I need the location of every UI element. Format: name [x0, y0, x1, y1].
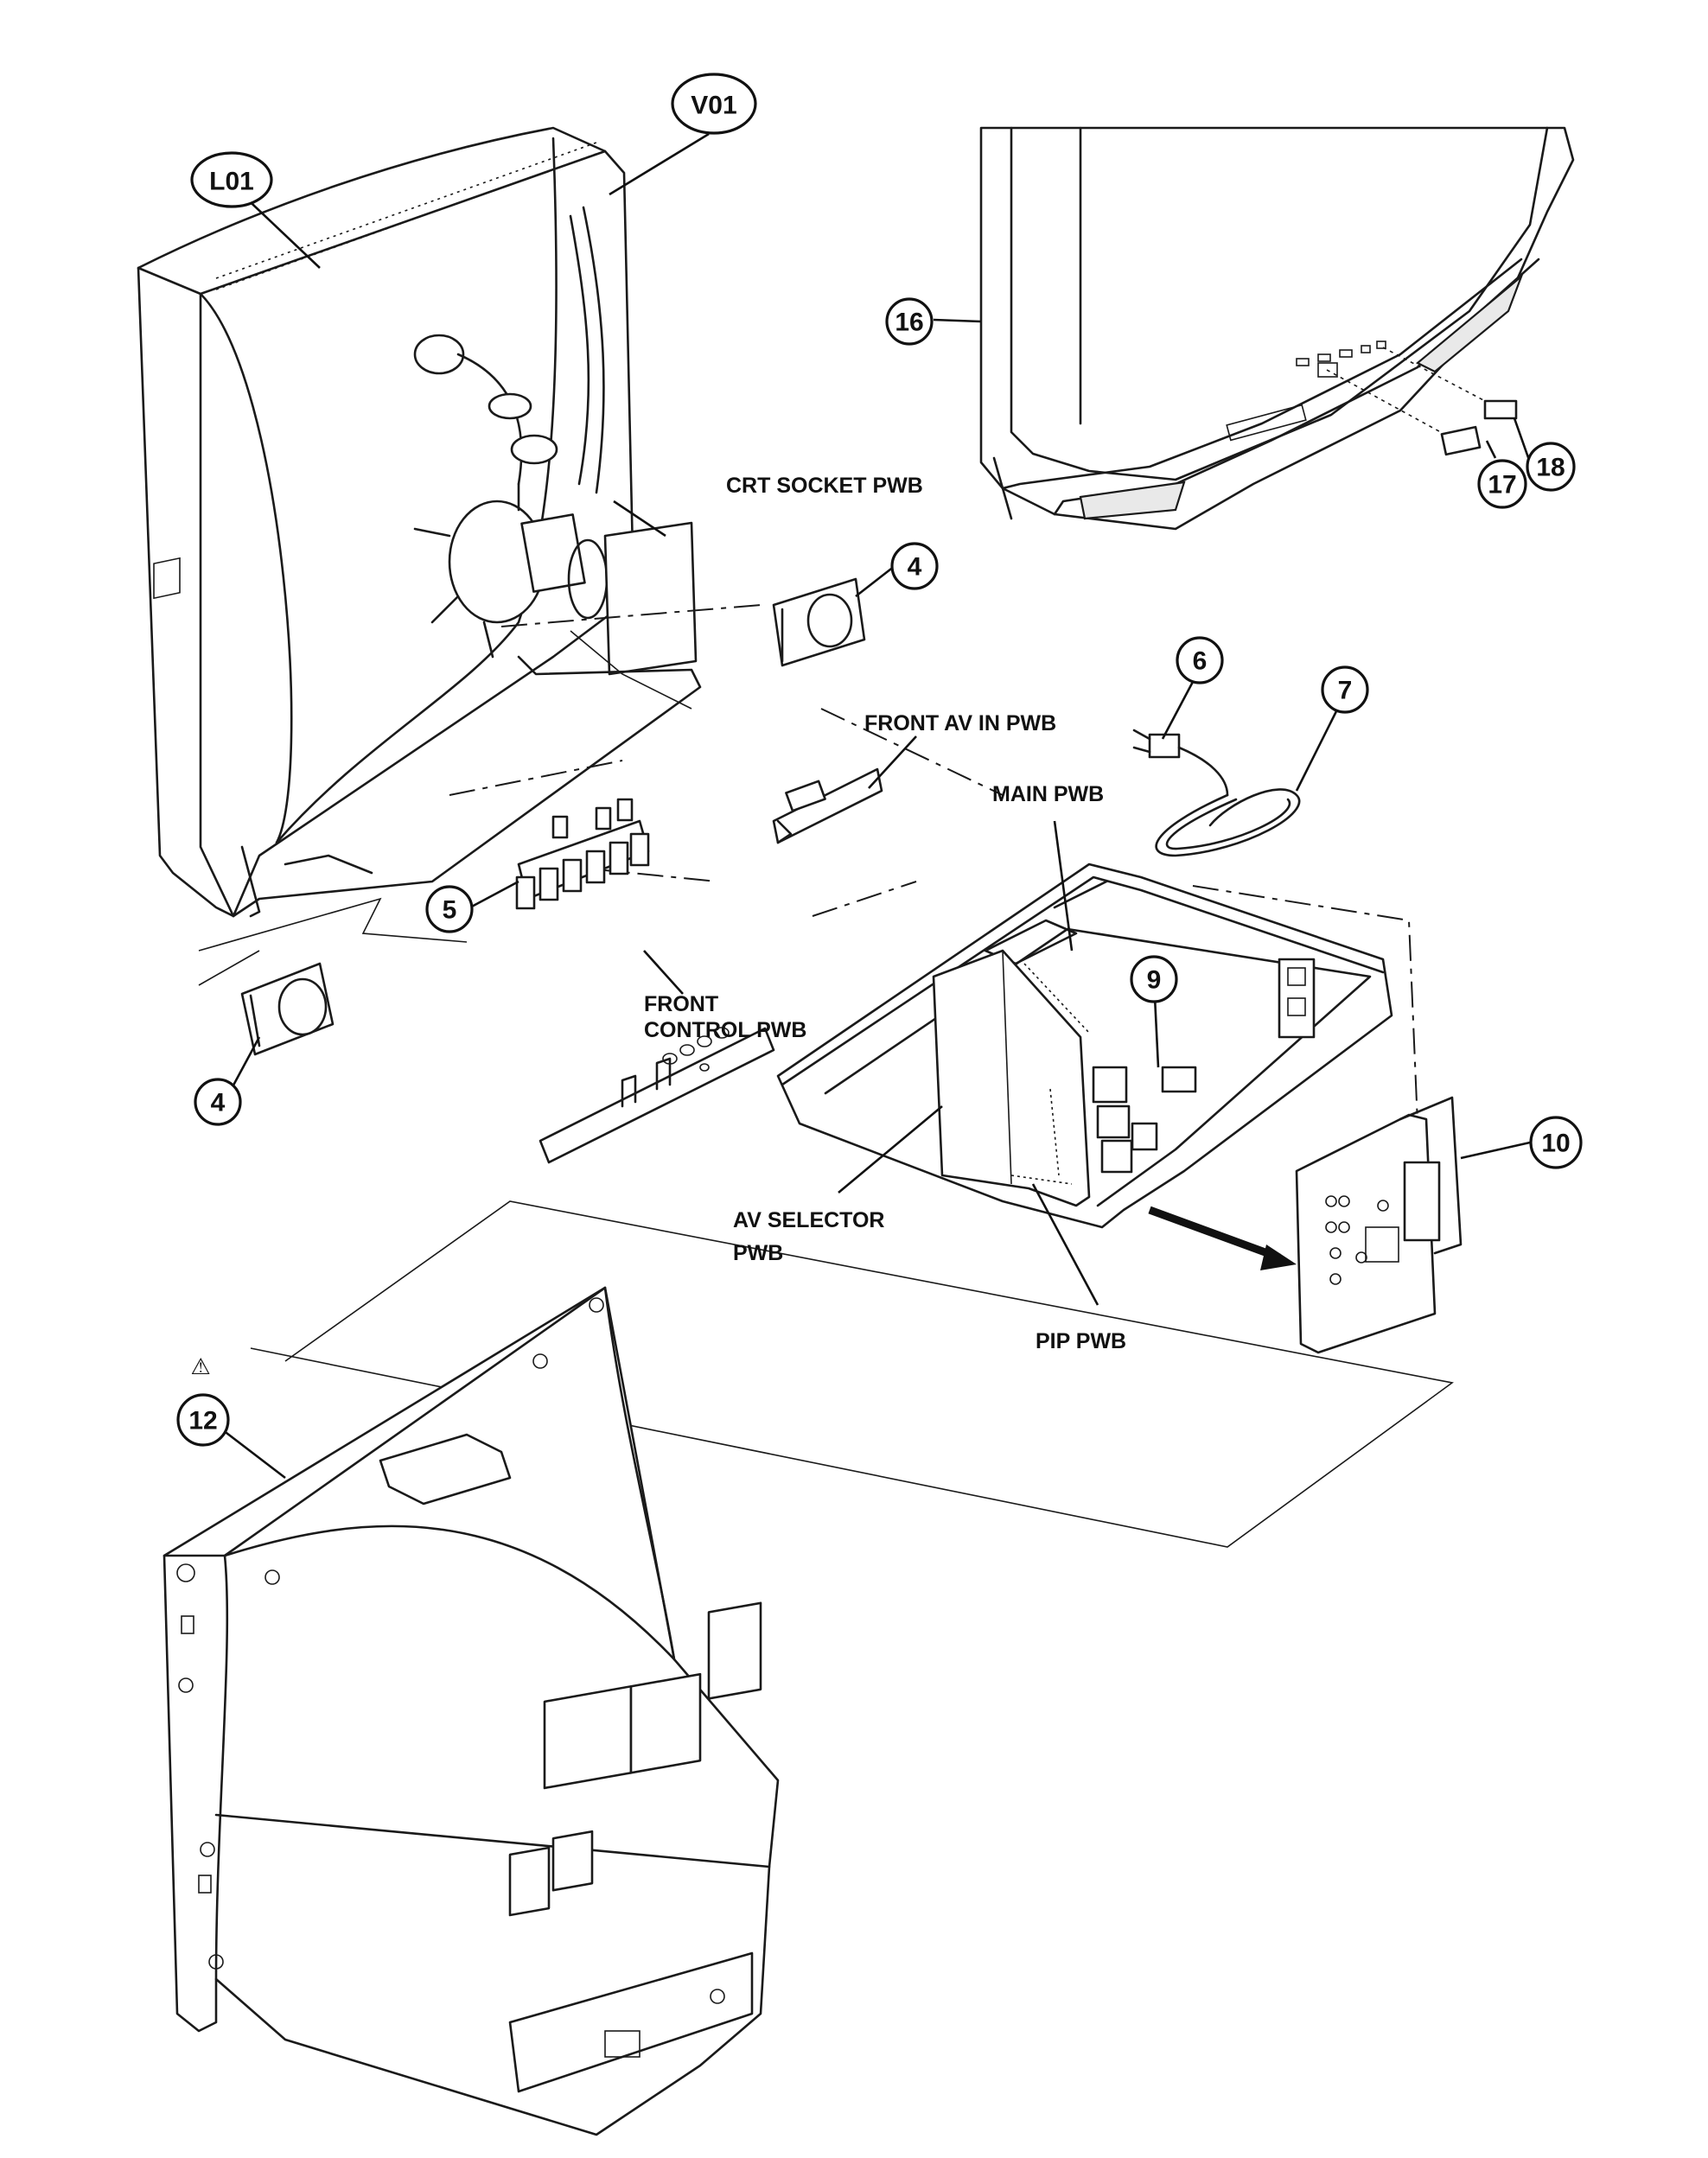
control-knob-set: [515, 798, 650, 910]
tv-front-view: [979, 126, 1575, 531]
rear-terminal-bracket: [1295, 1096, 1463, 1354]
callout-17: 17: [1477, 459, 1527, 509]
callout-4-left-speaker: 4: [194, 1078, 242, 1126]
callout-9-text: 9: [1147, 966, 1162, 995]
insertion-arrow-head: [1260, 1245, 1297, 1270]
rear-cover: [163, 1200, 1454, 2136]
label-front-av-in-pwb: FRONT AV IN PWB: [864, 711, 1056, 735]
callout-4-left-text: 4: [211, 1089, 226, 1117]
callout-4-right-text: 4: [908, 553, 922, 582]
callout-17-text: 17: [1488, 471, 1516, 500]
av-selector-pwb: [932, 949, 1091, 1207]
callout-10: 10: [1529, 1116, 1583, 1169]
callout-18-text: 18: [1536, 454, 1565, 482]
label-front-control-pwb-line1: FRONT: [644, 992, 718, 1016]
callout-5-text: 5: [443, 896, 457, 925]
callout-7-text: 7: [1338, 677, 1353, 705]
label-crt-socket-pwb: CRT SOCKET PWB: [726, 474, 923, 498]
callout-v01-text: V01: [691, 92, 736, 120]
callout-10-text: 10: [1541, 1130, 1570, 1158]
label-pip-pwb: PIP PWB: [1036, 1329, 1126, 1353]
callout-l01-text: L01: [209, 168, 254, 196]
callout-7: 7: [1321, 665, 1369, 714]
front-av-in-pwb: [772, 767, 883, 844]
label-av-selector-pwb-line2: PWB: [733, 1241, 783, 1265]
power-cord-assembly: [1132, 729, 1301, 857]
callout-12-text: 12: [188, 1407, 217, 1435]
warning-symbol: ⚠: [190, 1354, 210, 1380]
callout-l01: L01: [190, 151, 273, 208]
callout-6: 6: [1176, 636, 1224, 684]
callout-9: 9: [1130, 955, 1178, 1003]
label-av-selector-pwb-line1: AV SELECTOR: [733, 1208, 885, 1232]
callout-16: 16: [885, 297, 934, 346]
insertion-arrow: [1148, 1206, 1281, 1262]
callout-16-text: 16: [895, 309, 923, 337]
front-cabinet-crt-assembly: [137, 126, 702, 918]
callout-6-text: 6: [1193, 647, 1208, 676]
callout-v01: V01: [671, 73, 757, 135]
callout-5: 5: [425, 885, 474, 933]
speaker-right: [772, 577, 866, 667]
callout-18: 18: [1526, 442, 1576, 492]
callout-4-right-speaker: 4: [890, 542, 939, 590]
callout-12: 12: [176, 1393, 230, 1447]
front-control-pwb-assembly: [539, 1027, 775, 1164]
label-front-control-pwb-line2: CONTROL PWB: [644, 1018, 806, 1042]
speaker-left: [240, 962, 335, 1056]
pip-pwb: [1092, 1066, 1197, 1174]
label-main-pwb: MAIN PWB: [992, 782, 1104, 806]
